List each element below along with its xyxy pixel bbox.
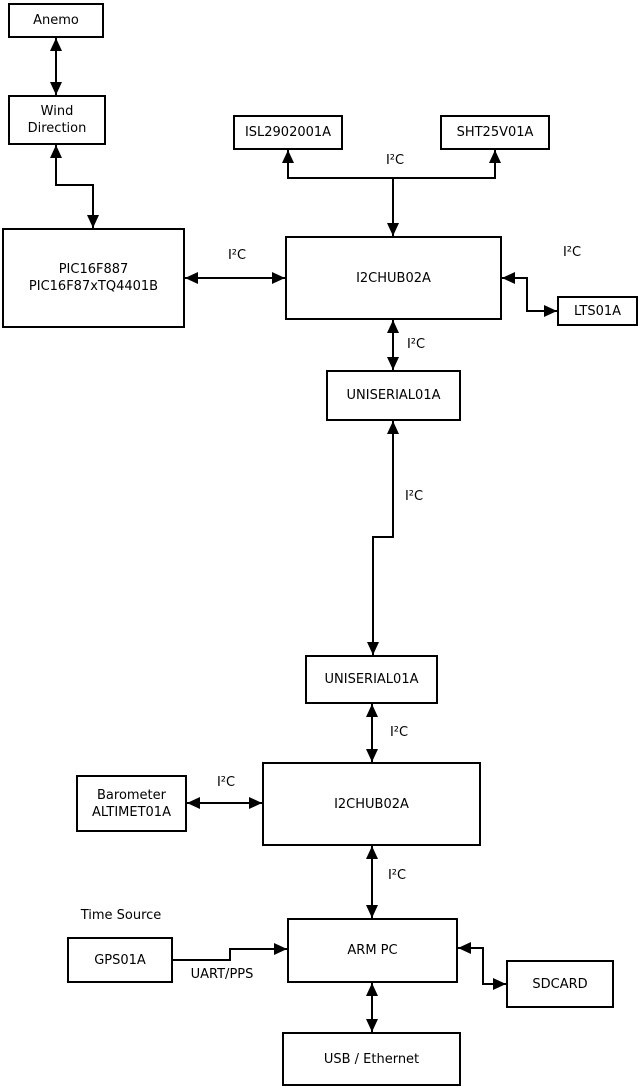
node-pic-line1: PIC16F887 xyxy=(58,262,129,277)
node-sdcard-label: SDCARD xyxy=(532,976,588,992)
label-i2c-hub1-uniserial: I²C xyxy=(406,337,426,352)
node-wind-direction: Wind Direction xyxy=(8,95,106,145)
node-lts01a: LTS01A xyxy=(557,296,638,326)
node-pic: PIC16F887 PIC16F87xTQ4401B xyxy=(2,228,185,328)
connector-gps-armpc xyxy=(173,943,287,961)
node-sht25v01a: SHT25V01A xyxy=(440,115,550,150)
node-usb-ethernet: USB / Ethernet xyxy=(282,1032,461,1086)
node-uniserial-top-label: UNISERIAL01A xyxy=(346,388,441,403)
node-uniserial-top: UNISERIAL01A xyxy=(326,370,461,421)
label-i2c-uniserial-hub2: I²C xyxy=(389,725,409,740)
label-i2c-pic-hub1: I²C xyxy=(227,248,247,263)
node-arm-pc-label: ARM PC xyxy=(347,943,398,958)
node-gps01a-label: GPS01A xyxy=(94,952,146,968)
connector-hub1-lts xyxy=(502,272,557,317)
connector-wind-pic xyxy=(50,145,99,228)
label-time-source: Time Source xyxy=(80,908,162,923)
node-barometer-line2: ALTIMET01A xyxy=(92,804,171,820)
node-wind-direction-line2: Direction xyxy=(27,121,87,136)
label-i2c-barometer-hub2: I²C xyxy=(216,775,236,790)
node-gps01a: GPS01A xyxy=(67,937,173,983)
node-barometer-line1: Barometer xyxy=(97,787,166,803)
node-anemo: Anemo xyxy=(8,3,104,38)
node-i2chub-top: I2CHUB02A xyxy=(285,236,502,320)
node-uniserial-bottom-label: UNISERIAL01A xyxy=(324,672,419,687)
label-i2c-isl-sht: I²C xyxy=(385,153,405,168)
node-sdcard: SDCARD xyxy=(506,960,614,1008)
node-uniserial-bottom: UNISERIAL01A xyxy=(305,655,438,704)
node-i2chub-bottom: I2CHUB02A xyxy=(262,762,481,846)
node-i2chub-top-label: I2CHUB02A xyxy=(356,270,431,286)
label-i2c-hub2-armpc: I²C xyxy=(387,868,407,883)
node-arm-pc: ARM PC xyxy=(287,918,458,983)
connector-hub1-isl-sht xyxy=(282,150,501,179)
node-isl2902001a-label: ISL2902001A xyxy=(244,125,332,140)
label-uart-pps: UART/PPS xyxy=(190,967,254,982)
node-isl2902001a: ISL2902001A xyxy=(233,115,343,150)
node-lts01a-label: LTS01A xyxy=(573,303,622,319)
node-sht25v01a-label: SHT25V01A xyxy=(456,125,534,140)
label-i2c-hub1-lts: I²C xyxy=(562,245,582,260)
node-usb-ethernet-label: USB / Ethernet xyxy=(323,1051,420,1067)
connector-armpc-sdcard xyxy=(458,942,506,990)
label-i2c-uniserial-link: I²C xyxy=(404,489,424,504)
node-barometer: Barometer ALTIMET01A xyxy=(76,775,187,832)
node-pic-line2: PIC16F87xTQ4401B xyxy=(28,279,159,294)
node-anemo-label: Anemo xyxy=(33,13,79,28)
connector-uniserial1-uniserial2 xyxy=(367,421,399,655)
node-wind-direction-line1: Wind xyxy=(40,104,74,119)
node-i2chub-bottom-label: I2CHUB02A xyxy=(334,796,409,812)
